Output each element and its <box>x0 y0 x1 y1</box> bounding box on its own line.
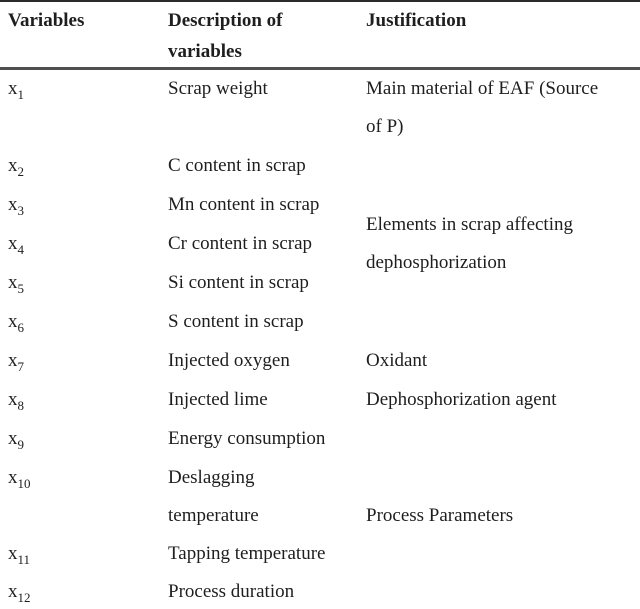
description-cell: Process duration <box>168 572 366 609</box>
description-cell: Deslagging temperature <box>168 466 259 526</box>
variable-subscript: 11 <box>17 551 31 567</box>
table-row-x8: x8 Injected lime Dephosphorization agent <box>0 381 640 420</box>
variable-subscript: 10 <box>17 475 31 491</box>
variable-symbol: x10 <box>8 466 31 491</box>
variable-symbol: x3 <box>8 193 25 218</box>
variable-cell: x11 <box>0 535 168 573</box>
variable-subscript: 9 <box>17 436 25 452</box>
variable-cell: x8 <box>0 381 168 420</box>
variable-cell: x12 <box>0 572 168 609</box>
table-row-x5: x5 Si content in scrap <box>0 264 640 303</box>
justification-cell-group-elements: Elements in scrap affecting dephosphoriz… <box>366 214 573 273</box>
variable-subscript: 4 <box>17 241 25 257</box>
description-cell: Injected lime <box>168 388 268 410</box>
description-cell: Mn content in scrap <box>168 193 320 215</box>
column-header-variables: Variables <box>0 1 168 70</box>
variable-symbol: x8 <box>8 388 25 413</box>
variable-symbol: x4 <box>8 232 25 257</box>
table-row-x10: x10 Deslagging temperature <box>0 459 640 535</box>
variable-subscript: 3 <box>17 202 25 218</box>
variable-subscript: 5 <box>17 280 25 296</box>
variable-symbol: x12 <box>8 580 31 605</box>
table-row-x9: x9 Energy consumption Process Parameters <box>0 420 640 526</box>
column-header-description: Description of variables <box>168 1 366 70</box>
variable-symbol: x1 <box>8 78 25 102</box>
justification-cell-group-process: Process Parameters <box>366 504 514 526</box>
justification-cell: Dephosphorization agent <box>366 388 557 410</box>
variable-subscript: 2 <box>17 163 25 179</box>
description-cell: C content in scrap <box>168 154 306 176</box>
table-row-x12: x12 Process duration <box>0 572 640 609</box>
variable-symbol: x7 <box>8 349 25 374</box>
justification-cell: Oxidant <box>366 349 428 371</box>
variable-cell: x5 <box>0 264 168 303</box>
table-header-row: Variables Description of variables Justi… <box>0 1 640 70</box>
variable-cell: x6 <box>0 303 168 342</box>
table-row-x2: x2 C content in scrap Elements in scrap … <box>0 147 640 274</box>
description-cell: Tapping temperature <box>168 542 326 564</box>
description-cell: Injected oxygen <box>168 349 290 371</box>
description-cell: Si content in scrap <box>168 271 309 293</box>
table-row-x6: x6 S content in scrap <box>0 303 640 342</box>
table-row-x11: x11 Tapping temperature <box>0 535 640 573</box>
variable-symbol: x6 <box>8 310 25 335</box>
variable-symbol: x11 <box>8 542 31 567</box>
description-cell: S content in scrap <box>168 310 304 332</box>
table-row-x4: x4 Cr content in scrap <box>0 225 640 264</box>
variable-cell: x7 <box>0 342 168 381</box>
variable-symbol: x5 <box>8 271 25 296</box>
variable-symbol: x9 <box>8 427 25 452</box>
variable-cell: x9 <box>0 420 168 459</box>
description-cell: Energy consumption <box>168 427 326 449</box>
variable-subscript: 12 <box>17 589 31 605</box>
variable-subscript: 8 <box>17 397 25 413</box>
variable-cell: x1 <box>0 69 168 147</box>
variable-symbol: x2 <box>8 154 25 179</box>
variable-subscript: 1 <box>17 87 25 102</box>
variable-cell: x10 <box>0 459 168 535</box>
variable-subscript: 6 <box>17 319 25 335</box>
variable-subscript: 7 <box>17 358 25 374</box>
table-row-x1: x1 Scrap weight Main material of EAF (So… <box>0 69 640 147</box>
variable-cell: x3 <box>0 186 168 225</box>
table-row-x3: x3 Mn content in scrap <box>0 186 640 225</box>
description-cell: Cr content in scrap <box>168 232 313 254</box>
justification-cell: Main material of EAF (Source of P) <box>366 78 599 137</box>
description-cell: Scrap weight <box>168 78 268 99</box>
column-header-justification: Justification <box>366 1 640 70</box>
table-row-x7: x7 Injected oxygen Oxidant <box>0 342 640 381</box>
variable-cell: x4 <box>0 225 168 264</box>
variable-cell: x2 <box>0 147 168 186</box>
